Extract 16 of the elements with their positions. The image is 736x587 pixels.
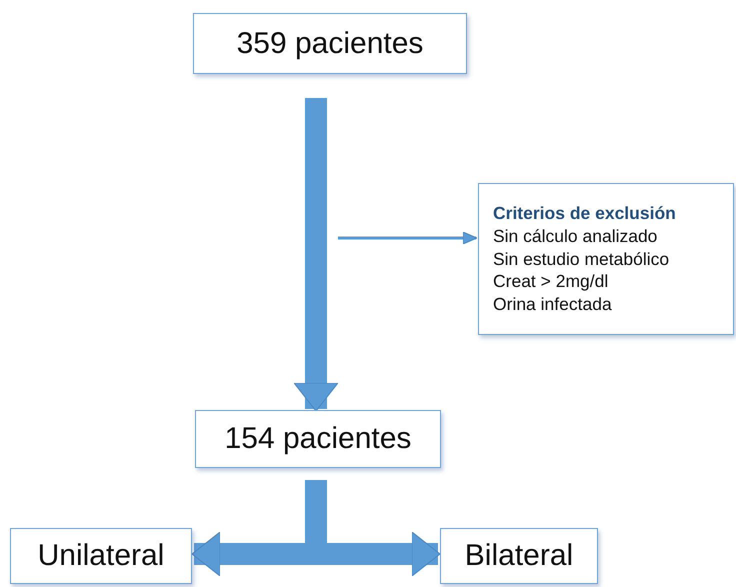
block-arrow [294, 98, 338, 412]
criterion-text: Orina infectada [493, 293, 612, 316]
criterion-text: Sin cálculo analizado [493, 224, 658, 248]
box-heading: Criterios de exclusión [493, 202, 676, 225]
arrow [338, 232, 478, 244]
criterion-text: Sin estudio metabólico [493, 248, 670, 270]
box-label: Bilateral [464, 539, 574, 573]
criterion-text: Creat > 2mg/dl [493, 270, 608, 294]
process-box [193, 13, 467, 74]
process-box [440, 528, 598, 584]
criteria-box [478, 183, 734, 335]
process-box [195, 410, 441, 468]
box-label: Unilateral [38, 539, 164, 573]
box-label: 359 pacientes [236, 26, 424, 60]
box-label: 154 pacientes [224, 422, 412, 456]
process-box [10, 528, 192, 584]
